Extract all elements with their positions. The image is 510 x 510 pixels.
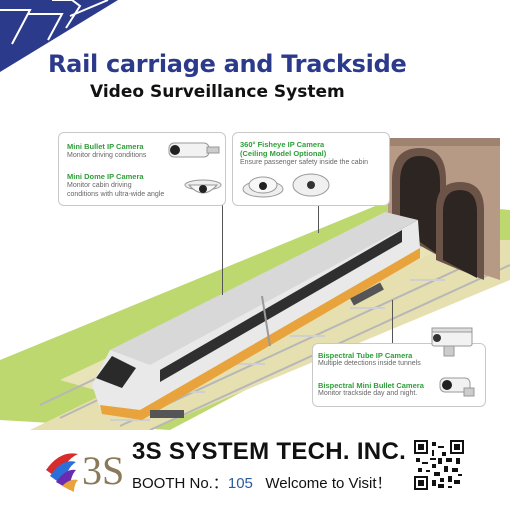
- rail-scene-illustration: [0, 138, 510, 430]
- connector-line: [318, 205, 319, 233]
- onboard-camera-card: Mini Bullet IP Camera Monitor driving co…: [58, 132, 226, 206]
- fisheye-camera-card: 360° Fisheye IP Camera (Ceiling Model Op…: [232, 132, 390, 206]
- bispectral-tube-desc: Multiple detections inside tunnels: [318, 360, 421, 367]
- company-logo: 3S: [46, 448, 124, 492]
- bispectral-tube-name: Bispectral Tube IP Camera: [318, 351, 413, 360]
- booth-number: 105: [227, 475, 253, 492]
- fisheye-name-1: 360° Fisheye IP Camera: [240, 140, 325, 149]
- connector-line: [222, 205, 223, 295]
- ceiling-fisheye-icon: [292, 173, 330, 197]
- bullet-camera-icon: [168, 142, 220, 158]
- page-title: Rail carriage and Trackside: [48, 50, 407, 78]
- mini-bullet-desc: Monitor driving conditions: [67, 152, 147, 159]
- trackside-camera-card: Bispectral Tube IP Camera Multiple detec…: [312, 343, 486, 407]
- welcome-text: Welcome to Visit！: [265, 475, 392, 492]
- booth-info: BOOTH No.：105 Welcome to Visit！: [132, 472, 392, 493]
- svg-text:3S: 3S: [82, 448, 124, 492]
- company-name: 3S SYSTEM TECH. INC.: [132, 438, 407, 465]
- bispectral-bullet-name: Bispectral Mini Bullet Camera: [318, 381, 424, 390]
- page-subtitle: Video Surveillance System: [90, 82, 345, 102]
- dome-camera-icon: [184, 179, 222, 194]
- fisheye-desc: Ensure passenger safety inside the cabin: [240, 159, 369, 166]
- tunnel: [388, 138, 500, 280]
- mini-bullet-name: Mini Bullet IP Camera: [67, 142, 144, 151]
- fisheye-name-2: (Ceiling Model Optional): [240, 149, 327, 158]
- corner-decoration: [0, 0, 118, 72]
- booth-label: BOOTH No.：: [132, 475, 228, 492]
- mini-dome-desc-2: conditions with ultra-wide angle: [67, 191, 165, 198]
- tube-camera-icon: [431, 327, 473, 357]
- connector-line: [392, 300, 393, 345]
- bispectral-bullet-icon: [439, 377, 475, 397]
- qr-code[interactable]: [414, 440, 464, 490]
- fisheye-camera-icon: [242, 176, 284, 198]
- mini-dome-name: Mini Dome IP Camera: [67, 172, 144, 181]
- mini-dome-desc-1: Monitor cabin driving: [67, 182, 132, 189]
- bispectral-bullet-desc: Monitor trackside day and night.: [318, 390, 418, 397]
- train: [92, 212, 420, 420]
